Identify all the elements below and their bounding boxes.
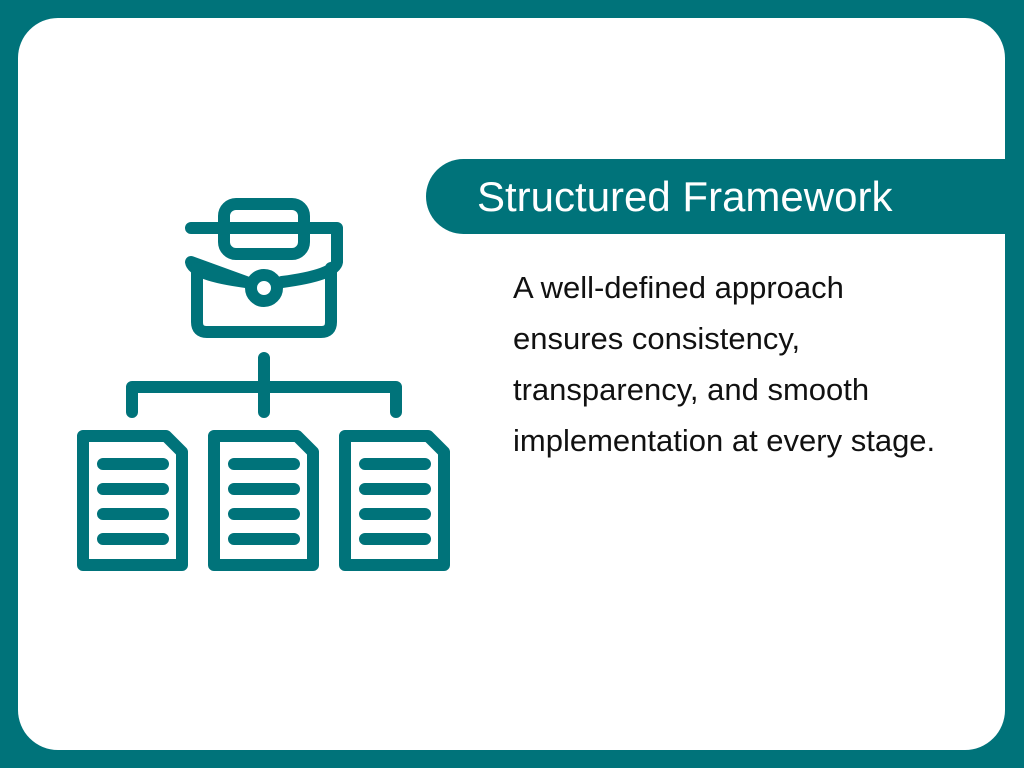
briefcase-icon xyxy=(185,198,343,338)
title: Structured Framework xyxy=(477,173,893,220)
document-icon-2 xyxy=(208,430,319,571)
document-icon-3 xyxy=(339,430,450,571)
connector-lines xyxy=(126,352,402,418)
document-icon-1 xyxy=(77,430,188,571)
title-banner: Structured Framework xyxy=(426,159,1024,234)
description: A well-defined approach ensures consiste… xyxy=(513,270,936,458)
